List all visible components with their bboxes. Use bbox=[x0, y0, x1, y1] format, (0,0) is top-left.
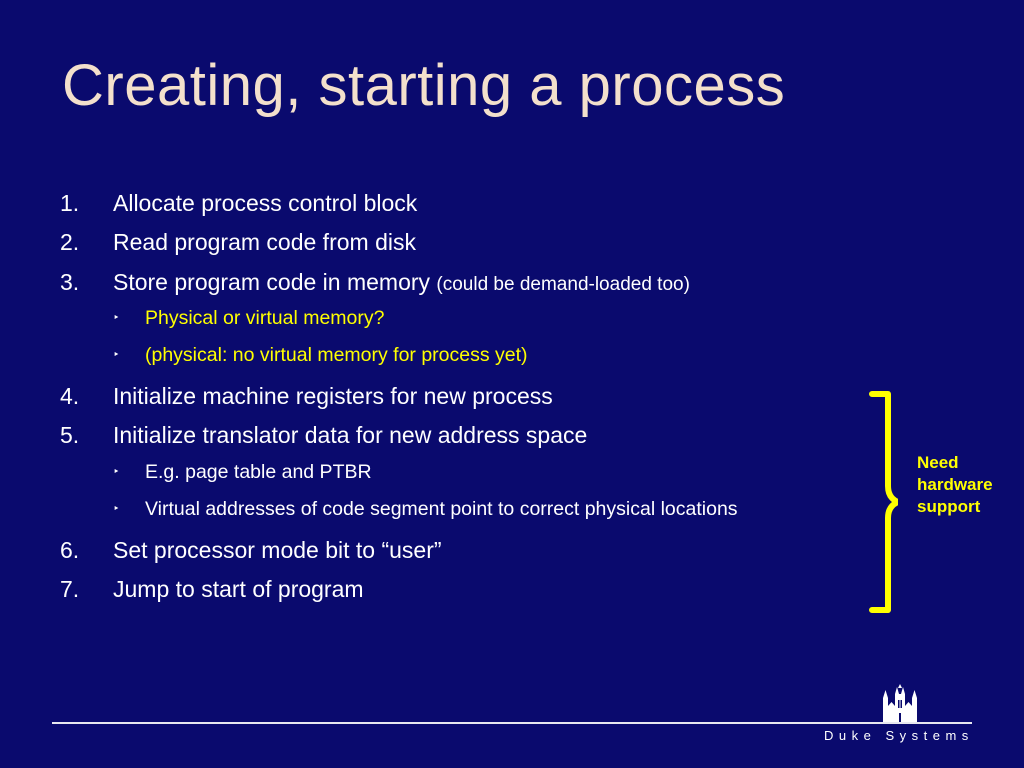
item-number: 2. bbox=[60, 229, 80, 256]
sub-item-text: (physical: no virtual memory for process… bbox=[145, 344, 528, 367]
item-number: 1. bbox=[60, 190, 80, 216]
triangle-bullet-icon: ‣ bbox=[113, 503, 120, 516]
item-number: 7. bbox=[60, 576, 80, 603]
item-text: Set processor mode bit to “user” bbox=[113, 536, 442, 563]
sub-item: ‣ E.g. page table and PTBR bbox=[60, 458, 890, 496]
step-list: 1. Allocate process control block 2. Rea… bbox=[60, 186, 890, 611]
triangle-bullet-icon: ‣ bbox=[113, 465, 120, 478]
item-text: Jump to start of program bbox=[113, 576, 364, 603]
list-item: 2. Read program code from disk bbox=[60, 225, 890, 264]
footer-label: Duke Systems bbox=[824, 728, 974, 743]
sub-item-text: Physical or virtual memory? bbox=[145, 306, 385, 329]
item-number: 6. bbox=[60, 536, 80, 563]
item-text: Store program code in memory bbox=[113, 268, 431, 295]
footer-divider bbox=[52, 722, 972, 724]
item-text-wrap: Store program code in memory (could be d… bbox=[113, 265, 690, 302]
list-item: 3. Store program code in memory (could b… bbox=[60, 265, 890, 304]
item-note: (could be demand-loaded too) bbox=[436, 273, 690, 295]
list-item: 7. Jump to start of program bbox=[60, 572, 890, 611]
sub-item-text: Virtual addresses of code segment point … bbox=[145, 498, 738, 521]
bracket-note: Need hardware support bbox=[917, 452, 993, 518]
triangle-bullet-icon: ‣ bbox=[113, 349, 120, 362]
right-curly-bracket-icon bbox=[869, 391, 898, 613]
sub-item: ‣ (physical: no virtual memory for proce… bbox=[60, 341, 890, 379]
list-item: 4. Initialize machine registers for new … bbox=[60, 379, 890, 418]
list-item: 6. Set processor mode bit to “user” bbox=[60, 533, 890, 572]
list-item: 1. Allocate process control block bbox=[60, 186, 890, 225]
item-number: 4. bbox=[60, 383, 80, 410]
item-text: Allocate process control block bbox=[113, 190, 418, 216]
sub-item: ‣ Physical or virtual memory? bbox=[60, 304, 890, 342]
sub-item: ‣ Virtual addresses of code segment poin… bbox=[60, 495, 890, 533]
item-number: 5. bbox=[60, 422, 80, 449]
item-text: Initialize translator data for new addre… bbox=[113, 422, 588, 449]
list-item: 5. Initialize translator data for new ad… bbox=[60, 418, 890, 457]
duke-chapel-icon bbox=[883, 684, 917, 722]
bracket-note-line: Need bbox=[917, 453, 959, 472]
item-text: Read program code from disk bbox=[113, 229, 416, 256]
item-text: Initialize machine registers for new pro… bbox=[113, 383, 553, 410]
bracket-note-line: hardware bbox=[917, 475, 993, 494]
triangle-bullet-icon: ‣ bbox=[113, 311, 120, 324]
item-number: 3. bbox=[60, 268, 80, 295]
bracket-note-line: support bbox=[917, 497, 981, 516]
sub-item-text: E.g. page table and PTBR bbox=[145, 460, 372, 483]
slide-title: Creating, starting a process bbox=[62, 53, 786, 118]
